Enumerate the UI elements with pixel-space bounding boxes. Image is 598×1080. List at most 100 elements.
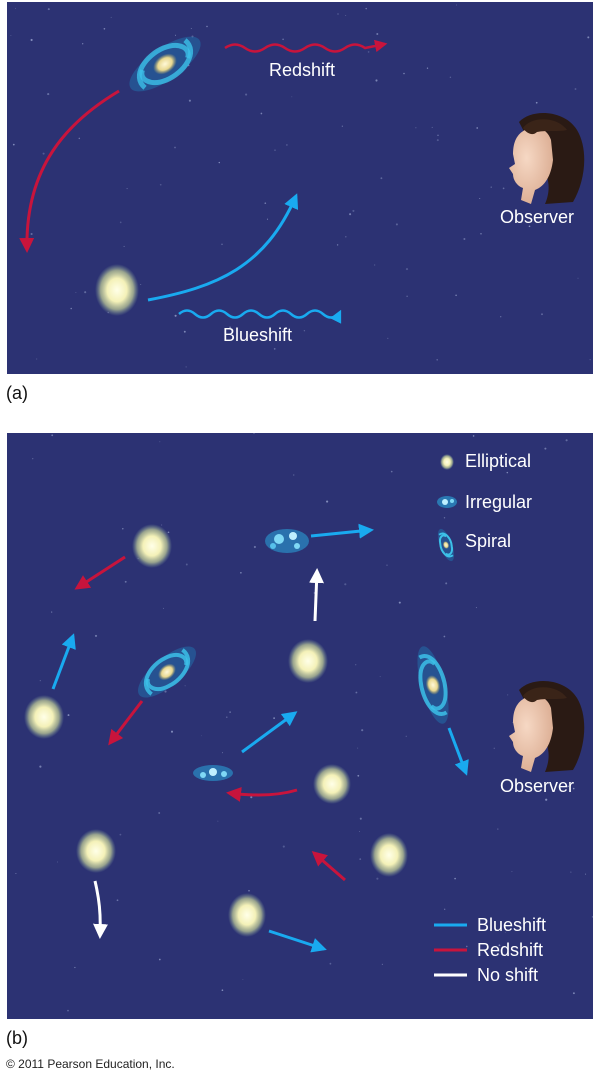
star — [191, 35, 194, 38]
star — [253, 433, 255, 435]
star — [431, 126, 433, 128]
star — [341, 125, 343, 127]
star — [502, 187, 505, 190]
star — [124, 580, 127, 583]
star — [349, 213, 352, 216]
panel-a-drawing — [10, 4, 591, 368]
star — [352, 209, 355, 212]
star — [74, 966, 76, 969]
panel-b: Elliptical Irregular Spiral Observer Blu… — [7, 433, 593, 1019]
star — [56, 861, 58, 863]
spiral-galaxy-icon — [129, 36, 201, 92]
star — [426, 67, 429, 69]
star — [119, 833, 122, 836]
star — [326, 500, 329, 503]
star — [480, 233, 482, 235]
star — [511, 871, 513, 873]
star — [185, 563, 188, 566]
observer-head-icon — [509, 680, 585, 772]
star — [245, 93, 248, 96]
star — [493, 747, 496, 750]
star — [359, 858, 362, 860]
star — [403, 72, 405, 75]
star — [345, 15, 347, 16]
star — [103, 27, 106, 30]
star — [158, 958, 161, 961]
noshift-arrow — [93, 880, 109, 939]
star — [116, 899, 119, 902]
star — [510, 979, 513, 981]
star — [449, 76, 452, 78]
star — [436, 359, 438, 361]
star — [376, 877, 379, 880]
star — [455, 294, 457, 297]
noshift-arrow — [309, 568, 325, 622]
star — [490, 186, 492, 188]
star — [123, 245, 125, 247]
star — [359, 831, 360, 832]
star — [500, 316, 502, 318]
redshift-arrow — [108, 700, 144, 746]
star — [32, 458, 34, 460]
redshift-wave-arrow — [224, 39, 388, 53]
elliptical-galaxy-icon — [95, 264, 139, 316]
legend-irregular-label: Irregular — [465, 492, 533, 512]
irregular-galaxy-icon — [193, 765, 233, 781]
star — [437, 134, 439, 136]
star — [122, 528, 124, 530]
observer-head-icon — [509, 112, 585, 205]
star — [572, 992, 575, 995]
star — [42, 152, 45, 155]
redshift-label: Redshift — [269, 60, 336, 80]
star — [30, 38, 33, 42]
star — [286, 144, 288, 146]
star — [498, 944, 501, 947]
elliptical-galaxy-icon — [313, 764, 351, 804]
star — [266, 218, 269, 220]
star — [67, 1009, 69, 1012]
star — [337, 13, 339, 15]
star — [221, 243, 223, 246]
star — [273, 717, 275, 719]
redshift-arrow — [74, 555, 126, 590]
legend-blueshift-label: Blueshift — [477, 915, 547, 935]
star — [159, 441, 161, 443]
star — [541, 313, 543, 316]
star — [390, 470, 393, 473]
star — [365, 7, 367, 10]
star — [507, 694, 509, 696]
star — [174, 314, 177, 317]
star — [572, 787, 575, 790]
star — [36, 358, 38, 360]
star — [253, 545, 256, 549]
star — [78, 137, 81, 140]
star — [367, 51, 370, 53]
star — [119, 221, 122, 224]
star — [14, 7, 16, 9]
star — [200, 735, 202, 737]
blueshift-arrow — [51, 633, 76, 690]
star — [47, 93, 50, 96]
star — [110, 16, 112, 18]
star — [229, 326, 232, 329]
legend-spiral-label: Spiral — [465, 531, 512, 551]
star — [293, 474, 295, 476]
star — [84, 291, 87, 294]
elliptical-legend-icon — [440, 454, 454, 470]
star — [336, 244, 339, 246]
star — [303, 330, 306, 332]
star — [355, 664, 357, 666]
elliptical-galaxy-icon — [132, 524, 172, 568]
star — [380, 177, 383, 180]
star — [373, 264, 376, 266]
star — [544, 447, 547, 450]
star — [379, 676, 381, 678]
star — [589, 359, 591, 361]
star — [273, 348, 276, 350]
star — [567, 785, 569, 787]
star — [570, 871, 572, 873]
background-stars — [15, 433, 593, 1012]
star — [357, 774, 360, 777]
observer-label: Observer — [500, 776, 575, 796]
star — [15, 872, 17, 875]
